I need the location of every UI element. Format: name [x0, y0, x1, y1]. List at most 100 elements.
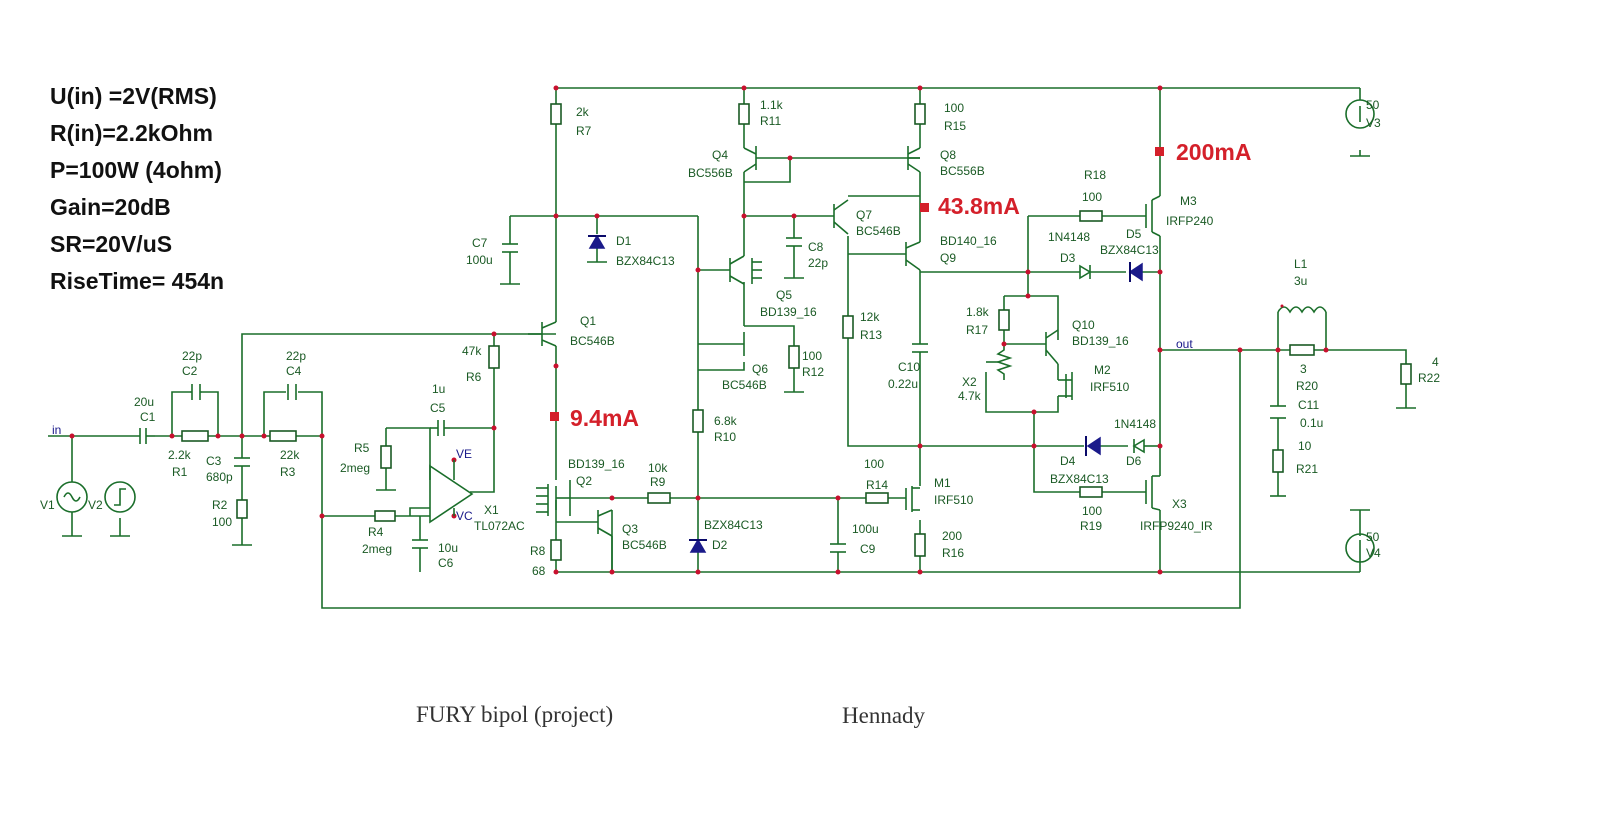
- r10-value: 6.8k: [714, 414, 738, 428]
- l1-value: 3u: [1294, 274, 1307, 288]
- r4-value: 2meg: [362, 542, 392, 556]
- c11-ref: C11: [1298, 398, 1319, 412]
- r17-symbol: [998, 309, 1010, 331]
- heatsink-marks: [536, 258, 762, 516]
- x3-ref: X3: [1172, 497, 1187, 511]
- r1-symbol: [181, 430, 209, 442]
- x2-ref: X2: [962, 375, 977, 389]
- q8-model: BC556B: [940, 164, 985, 178]
- r14-value: 100: [864, 457, 884, 471]
- r14-symbol: [865, 492, 889, 504]
- d3-ref: D3: [1060, 251, 1076, 265]
- r21-symbol: [1272, 449, 1284, 473]
- current-marker-q9: [920, 203, 929, 212]
- q3-ref: Q3: [622, 522, 638, 536]
- r7-symbol: [550, 103, 562, 125]
- q4-model: BC556B: [688, 166, 733, 180]
- v3-ref: V3: [1366, 116, 1381, 130]
- x2-value: 4.7k: [958, 389, 982, 403]
- r2-ref: R2: [212, 498, 228, 512]
- diode-d6: [1132, 438, 1145, 454]
- r9-value: 10k: [648, 461, 668, 475]
- d4-ref: D4: [1060, 454, 1076, 468]
- m2-model: IRF510: [1090, 380, 1130, 394]
- source-v2: [104, 481, 136, 513]
- q8-ref: Q8: [940, 148, 956, 162]
- x3-model: IRFP9240_IR: [1140, 519, 1213, 533]
- r20-symbol: [1289, 344, 1315, 356]
- spec-rin: R(in)=2.2kOhm: [50, 120, 213, 146]
- r12-symbol: [788, 345, 800, 369]
- r22-value: 4: [1432, 355, 1439, 369]
- zener-d1: [588, 234, 606, 249]
- r6-ref: R6: [466, 370, 482, 384]
- d1-model: BZX84C13: [616, 254, 675, 268]
- r5-value: 2meg: [340, 461, 370, 475]
- r8-symbol: [550, 539, 562, 561]
- r21-ref: R21: [1296, 462, 1318, 476]
- v2-ref: V2: [88, 498, 103, 512]
- r9-symbol: [647, 492, 671, 504]
- r8-value: 68: [532, 564, 546, 578]
- r1-value: 2.2k: [168, 448, 192, 462]
- l1-ref: L1: [1294, 257, 1308, 271]
- r2-symbol: [236, 499, 248, 519]
- d2-ref: D2: [712, 538, 728, 552]
- r10-symbol: [692, 409, 704, 433]
- r12-ref: R12: [802, 365, 824, 379]
- specs-block: U(in) =2V(RMS) R(in)=2.2kOhm P=100W (4oh…: [50, 83, 224, 294]
- r11-symbol: [738, 103, 750, 125]
- wires: [48, 87, 1407, 609]
- r18-symbol: [1079, 210, 1103, 222]
- r20-ref: R20: [1296, 379, 1318, 393]
- m3-model: IRFP240: [1166, 214, 1214, 228]
- q9-ref: Q9: [940, 251, 956, 265]
- c4-ref: C4: [286, 364, 302, 378]
- m3-ref: M3: [1180, 194, 1197, 208]
- c2-value: 22p: [182, 349, 202, 363]
- c8-ref: C8: [808, 240, 824, 254]
- r13-ref: R13: [860, 328, 882, 342]
- c10-ref: C10: [898, 360, 920, 374]
- r20-value: 3: [1300, 362, 1307, 376]
- c6-ref: C6: [438, 556, 454, 570]
- q2-ref: Q2: [576, 474, 592, 488]
- r11-value: 1.1k: [760, 98, 784, 112]
- r14-ref: R14: [866, 478, 888, 492]
- spec-gain: Gain=20dB: [50, 194, 171, 220]
- r7-value: 2k: [576, 105, 590, 119]
- d6-model: 1N4148: [1114, 417, 1156, 431]
- r4-symbol: [374, 510, 396, 522]
- r17-ref: R17: [966, 323, 988, 337]
- junctions: [69, 85, 1329, 575]
- inductor-l1: [1277, 306, 1327, 314]
- v4-ref: V4: [1366, 546, 1381, 560]
- mosfets: [905, 195, 1161, 512]
- c1-value: 20u: [134, 395, 154, 409]
- v3-value: 50: [1366, 98, 1380, 112]
- q7-model: BC546B: [856, 224, 901, 238]
- r3-ref: R3: [280, 465, 296, 479]
- c7-value: 100u: [466, 253, 493, 267]
- d2-model: BZX84C13: [704, 518, 763, 532]
- r16-value: 200: [942, 529, 962, 543]
- net-out: out: [1176, 337, 1193, 351]
- r9-ref: R9: [650, 475, 666, 489]
- c11-value: 0.1u: [1300, 416, 1323, 430]
- r16-ref: R16: [942, 546, 964, 560]
- c3-ref: C3: [206, 454, 222, 468]
- spec-power: P=100W (4ohm): [50, 157, 222, 183]
- d1-ref: D1: [616, 234, 632, 248]
- r19-value: 100: [1082, 504, 1102, 518]
- m2-ref: M2: [1094, 363, 1111, 377]
- c7-ref: C7: [472, 236, 488, 250]
- r15-value: 100: [944, 101, 964, 115]
- footer-author: Hennady: [842, 703, 926, 728]
- v4-value: 50: [1366, 530, 1380, 544]
- current-label-m3: 200mA: [1176, 139, 1251, 165]
- q9-model: BD140_16: [940, 234, 997, 248]
- net-ve: VE: [456, 447, 472, 461]
- d5-ref: D5: [1126, 227, 1142, 241]
- spec-slewrate: SR=20V/uS: [50, 231, 172, 257]
